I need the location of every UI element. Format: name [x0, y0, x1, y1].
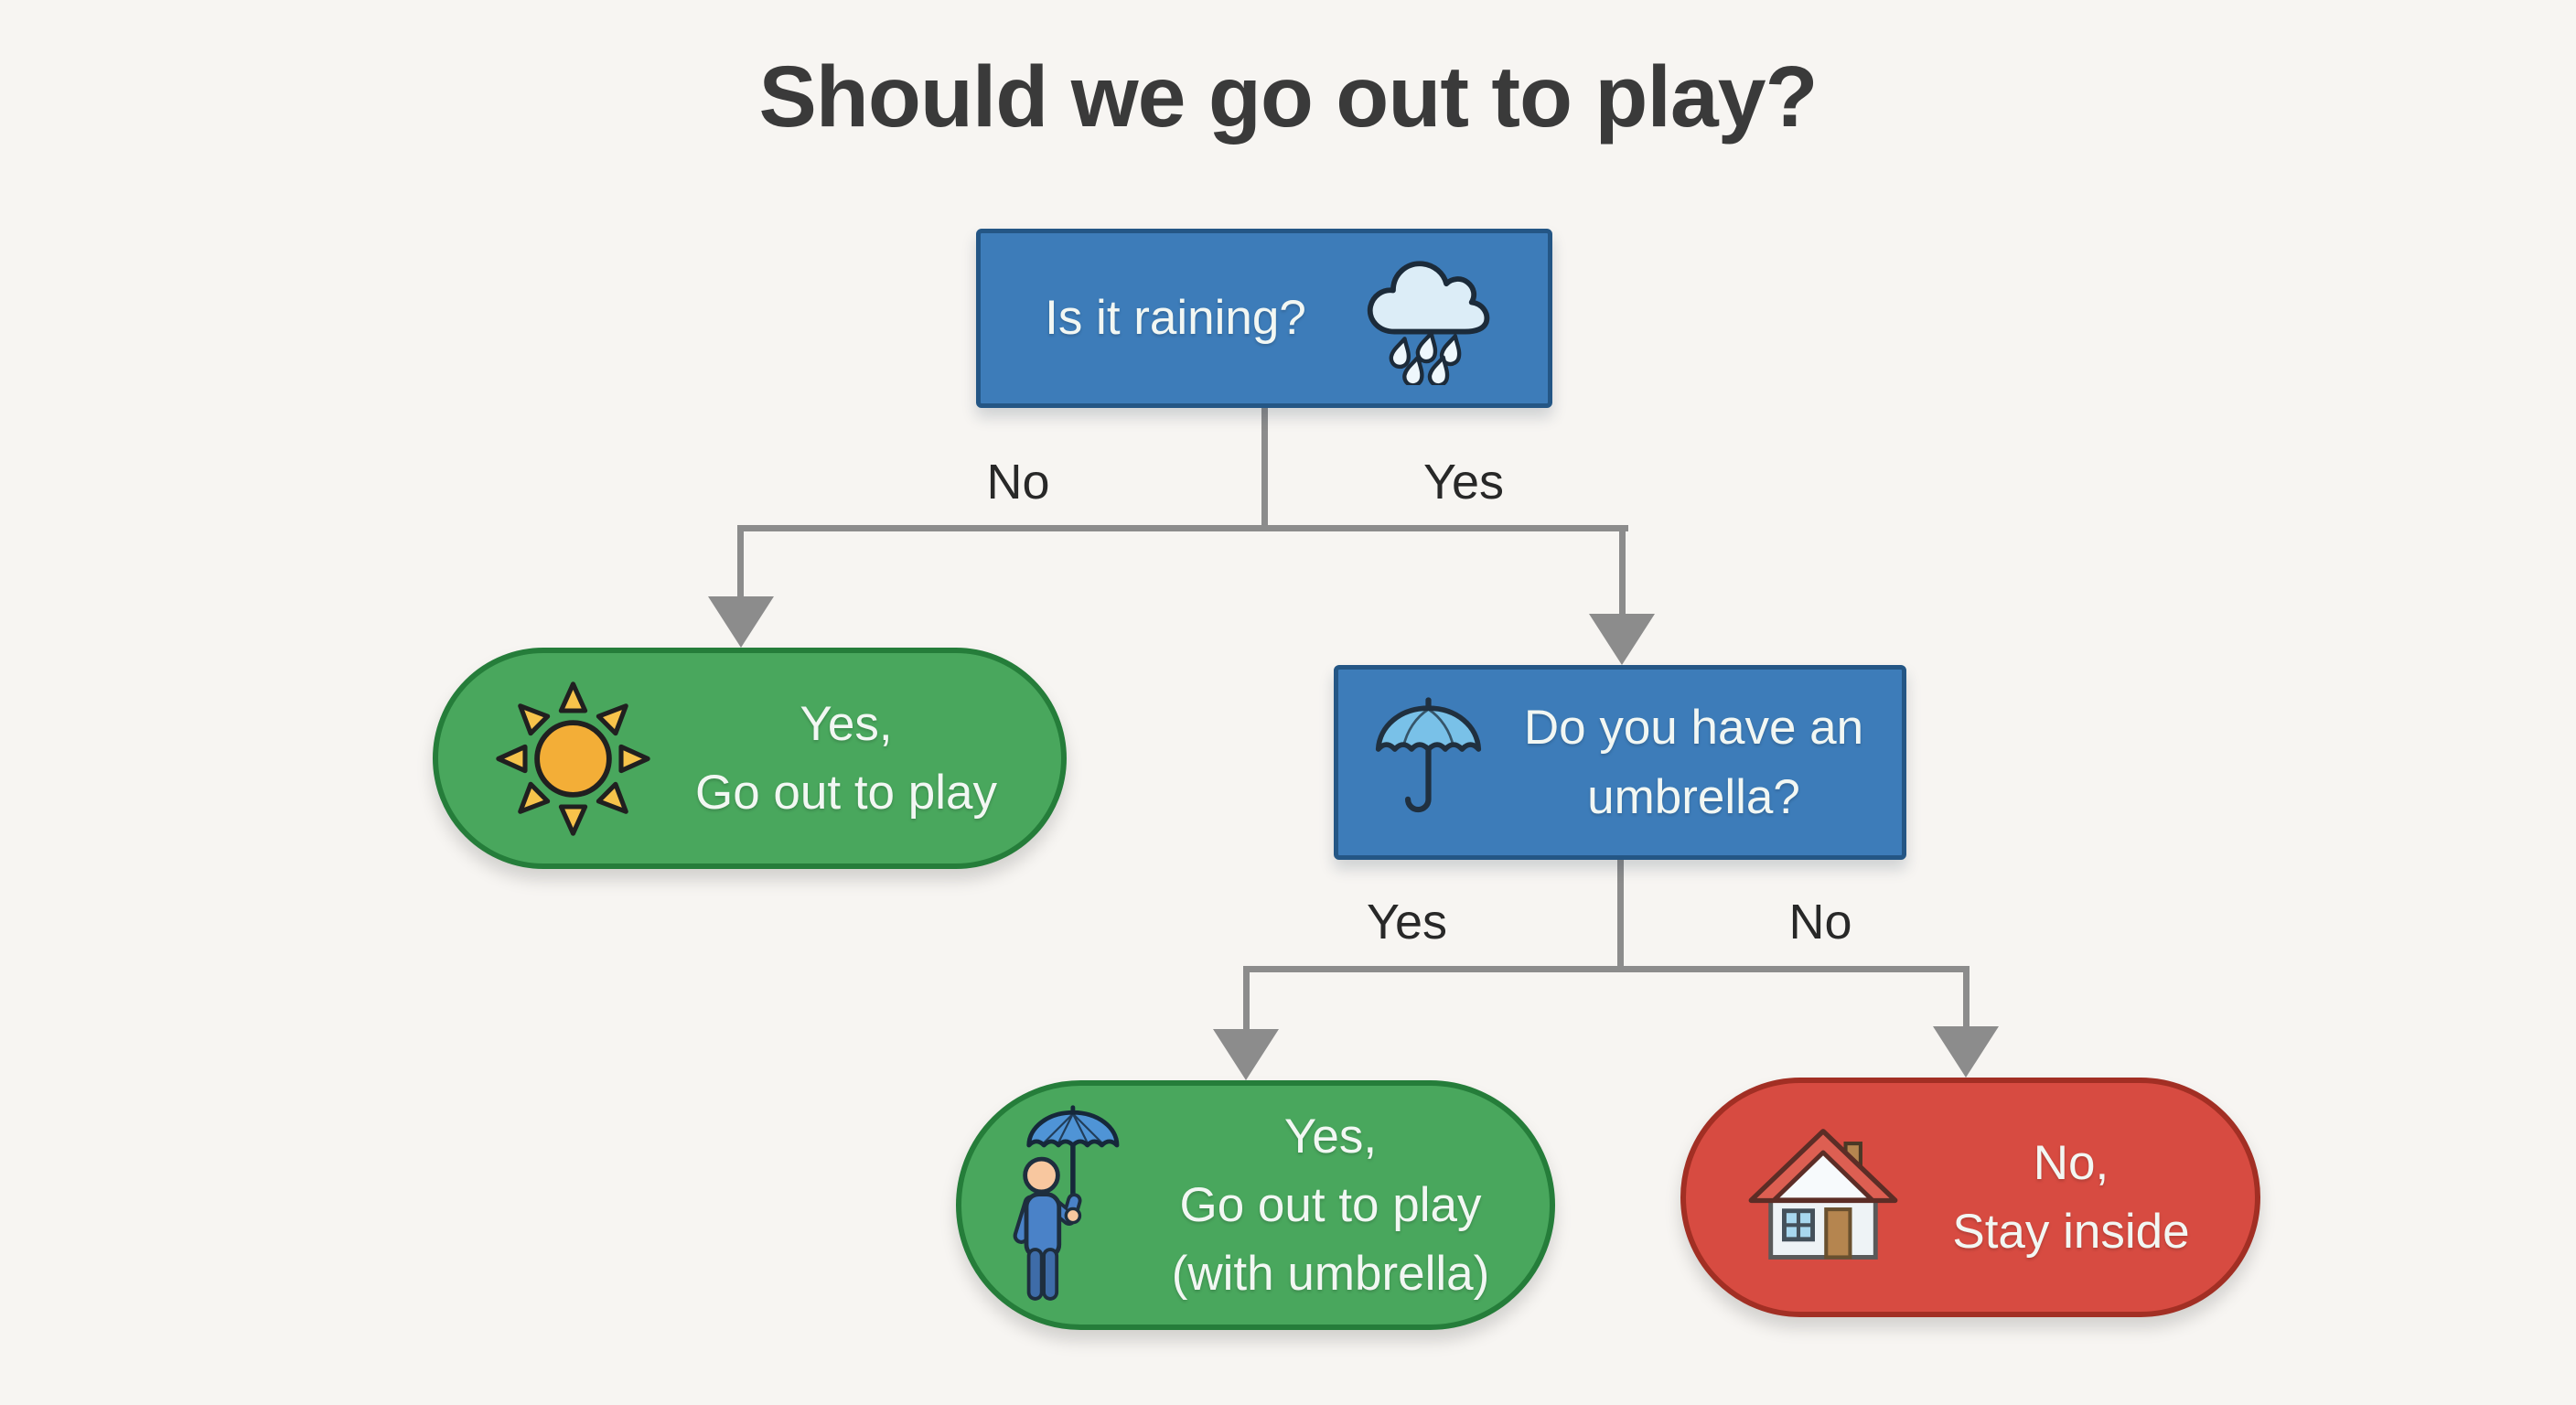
node-label-line: Yes,	[1283, 1109, 1378, 1164]
arrow-down-icon	[1589, 614, 1655, 665]
node-label-line: Yes,	[800, 696, 893, 751]
node-label-line: No,	[2033, 1135, 2109, 1190]
connector-umbrella-stem	[1617, 860, 1624, 971]
node-label-line: Is it raining?	[1045, 291, 1306, 346]
node-label-line: Do you have an	[1523, 701, 1864, 756]
edge-label-no: No	[986, 455, 1050, 509]
connector-umbrella-no-branch	[1963, 966, 1970, 1032]
connector-root-stem	[1261, 408, 1268, 529]
house-icon	[1748, 1129, 1898, 1260]
arrow-down-icon	[708, 596, 774, 648]
node-label-line: Go out to play	[1179, 1177, 1482, 1232]
connector-level2-bar	[1243, 966, 1970, 972]
node-label: Do you have an umbrella?	[1513, 693, 1874, 831]
outcome-node-stay-inside: No, Stay inside	[1680, 1078, 2260, 1317]
arrow-down-icon	[1213, 1029, 1279, 1080]
person-with-umbrella-icon	[1013, 1104, 1120, 1301]
node-label-line: (with umbrella)	[1171, 1247, 1490, 1302]
node-label: Yes, Go out to play	[686, 690, 1006, 828]
edge-label-no: No	[1788, 895, 1852, 949]
decision-node-have-umbrella: Do you have an umbrella?	[1334, 665, 1906, 860]
outcome-node-go-out-to-play: Yes, Go out to play	[433, 648, 1067, 869]
connector-yes-branch	[1619, 525, 1626, 619]
rain-cloud-icon	[1367, 261, 1490, 385]
sun-icon	[496, 681, 650, 836]
decision-node-is-it-raining: Is it raining?	[976, 229, 1552, 408]
connector-no-branch	[737, 525, 744, 602]
outcome-node-go-out-with-umbrella: Yes, Go out to play (with umbrella)	[956, 1080, 1555, 1330]
node-label-line: Go out to play	[695, 766, 997, 820]
node-label-line: umbrella?	[1587, 769, 1800, 824]
edge-label-yes: Yes	[1366, 895, 1448, 949]
node-label: No, Stay inside	[1942, 1129, 2200, 1267]
connector-umbrella-yes-branch	[1243, 966, 1250, 1035]
arrow-down-icon	[1933, 1026, 1999, 1078]
edge-label-yes: Yes	[1422, 455, 1505, 509]
node-label: Yes, Go out to play (with umbrella)	[1154, 1102, 1508, 1309]
node-label-line: Stay inside	[1952, 1205, 2190, 1259]
connector-level1-bar	[737, 525, 1628, 531]
umbrella-icon	[1375, 696, 1482, 812]
node-label: Is it raining?	[1021, 284, 1330, 352]
diagram-title: Should we go out to play?	[758, 48, 1818, 145]
